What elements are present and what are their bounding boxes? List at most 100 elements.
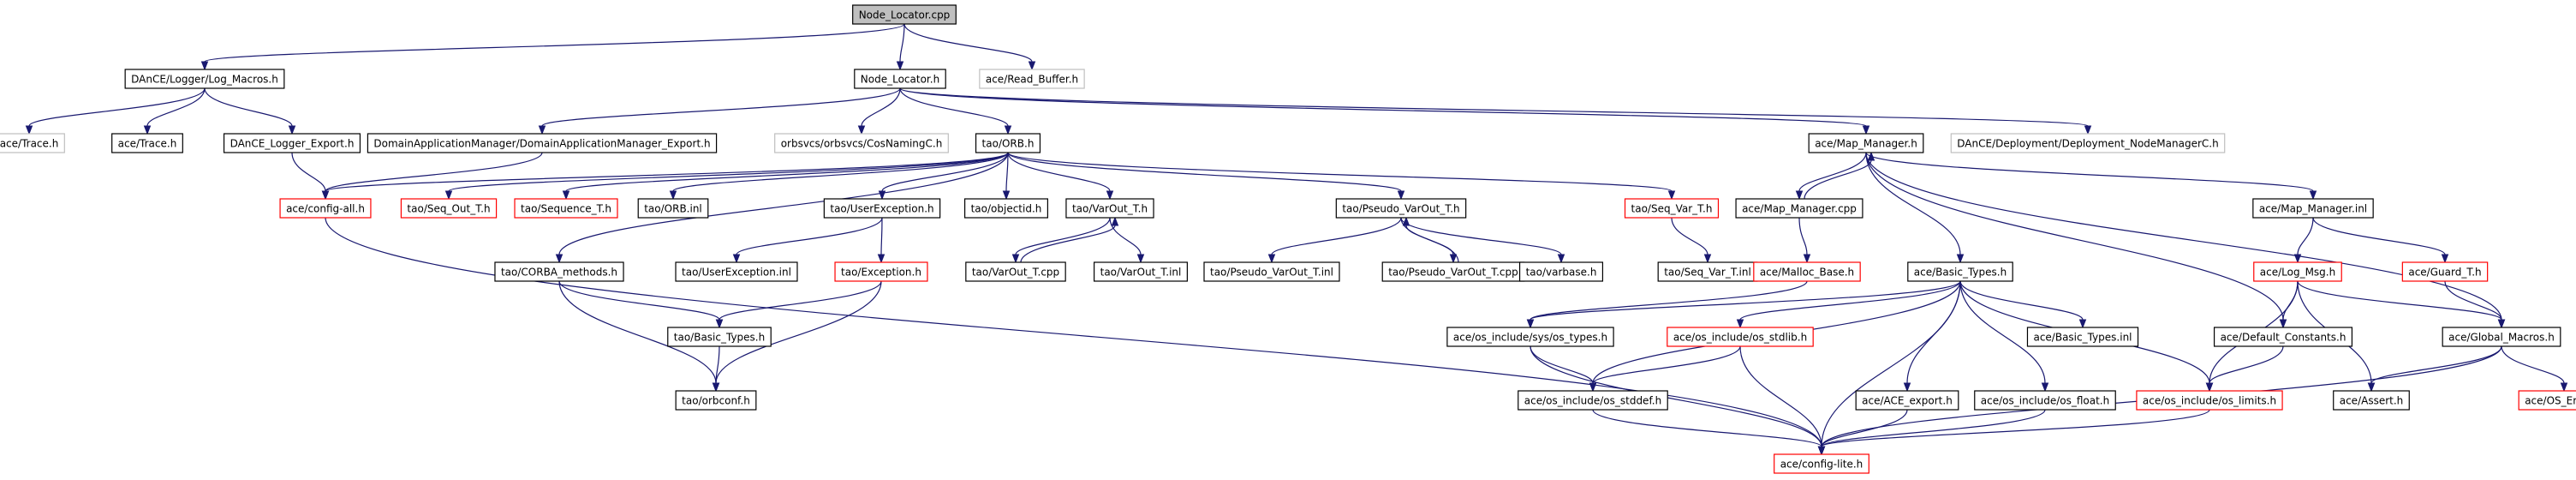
edge-line [204,87,293,127]
node-label: tao/Seq_Out_T.h [407,203,490,215]
edge-line [2312,217,2446,255]
node-ace-os-include-os-stdlib-h[interactable]: ace/os_include/os_stdlib.h [1667,327,1814,347]
node-box [2252,198,2374,219]
edge-n38-n43 [1589,345,1741,393]
node-tao-varout-t-cpp[interactable]: tao/VarOut_T.cpp [965,261,1066,282]
node-ace-default-constants-h[interactable]: ace/Default_Constants.h [2213,327,2353,347]
edge-line [1530,345,1822,447]
node-dance-logger-export-h[interactable]: DAnCE_Logger_Export.h [223,133,361,153]
node-box [1974,390,2116,411]
node-node-locator-cpp[interactable]: Node_Locator.cpp [852,4,957,25]
node-tao-exception-h[interactable]: tao/Exception.h [834,261,928,282]
node-node-locator-h[interactable]: Node_Locator.h [854,69,946,89]
edge-line [1798,152,1867,192]
node-label: ace/Malloc_Base.h [1760,267,1854,279]
edge-arrowhead [1111,216,1119,226]
node-box [1808,133,1924,153]
node-ace-trace-h[interactable]: ace/Trace.h [111,133,183,153]
node-label: DomainApplicationManager/DomainApplicati… [373,138,710,150]
edge-n9-n18 [1007,152,1114,201]
node-box [111,133,183,153]
edge-n19-n30 [1400,217,1565,264]
node-tao-orb-h[interactable]: tao/ORB.h [975,133,1041,153]
node-ace-config-lite-h[interactable]: ace/config-lite.h [1774,453,1869,474]
edge-line [736,217,883,255]
node-box [223,133,361,153]
node-tao-varbase-h[interactable]: tao/varbase.h [1518,261,1604,282]
edge-arrowhead [712,382,720,393]
node-ace-trace-h[interactable]: ace/Trace.h [0,133,65,153]
edge-arrowhead [2441,254,2449,264]
edge-line [565,152,1009,192]
node-tao-seq-out-t-h[interactable]: tao/Seq_Out_T.h [400,198,498,219]
edge-line [2297,280,2502,321]
node-tao-pseudo-varout-t-cpp[interactable]: tao/Pseudo_VarOut_T.cpp [1381,261,1525,282]
node-ace-global-macros-h[interactable]: ace/Global_Macros.h [2442,327,2561,347]
node-orbsvcs-orbsvcs-cosnamingc-h[interactable]: orbsvcs/orbsvcs/CosNamingC.h [774,133,949,153]
node-ace-config-all-h[interactable]: ace/config-all.h [279,198,372,219]
edge-line [1592,409,1822,447]
edge-line [1865,152,2314,192]
node-tao-varout-t-h[interactable]: tao/VarOut_T.h [1065,198,1154,219]
node-ace-os-include-os-float-h[interactable]: ace/os_include/os_float.h [1974,390,2116,411]
node-ace-basic-types-h[interactable]: ace/Basic_Types.h [1907,261,2013,282]
node-box [1753,261,1861,282]
node-ace-os-include-sys-os-types-h[interactable]: ace/os_include/sys/os_types.h [1446,327,1614,347]
node-box [2401,261,2489,282]
node-label: ace/Default_Constants.h [2221,332,2346,344]
node-ace-os-include-os-stddef-h[interactable]: ace/os_include/os_stddef.h [1518,390,1668,411]
edge-line [1271,217,1402,255]
edge-n10-n41 [1865,152,2506,329]
edge-arrowhead [1004,125,1012,135]
node-domainapplicationmanager-domainapplicationmanager-export-h[interactable]: DomainApplicationManager/DomainApplicati… [367,133,718,153]
node-ace-map-manager-h[interactable]: ace/Map_Manager.h [1808,133,1924,153]
node-tao-seq-var-t-inl[interactable]: tao/Seq_Var_T.inl [1657,261,1758,282]
node-tao-userexception-h[interactable]: tao/UserException.h [823,198,941,219]
node-tao-orbconf-h[interactable]: tao/orbconf.h [675,390,757,411]
edge-n0-n3 [903,23,1036,71]
node-box [2136,390,2283,411]
node-dance-deployment-deployment-nodemanagerc-h[interactable]: DAnCE/Deployment/Deployment_NodeManagerC… [1950,133,2226,153]
node-tao-orb-inl[interactable]: tao/ORB.inl [637,198,709,219]
node-ace-guard-t-h[interactable]: ace/Guard_T.h [2401,261,2489,282]
node-ace-log-msg-h[interactable]: ace/Log_Msg.h [2253,261,2342,282]
edge-n7-n12 [321,152,543,201]
node-tao-pseudo-varout-t-h[interactable]: tao/Pseudo_VarOut_T.h [1335,198,1467,219]
edge-arrowhead [1011,254,1020,264]
edge-n32-n37 [1526,280,1808,329]
node-ace-map-manager-inl[interactable]: ace/Map_Manager.inl [2252,198,2374,219]
node-ace-ace-export-h[interactable]: ace/ACE_export.h [1855,390,1959,411]
node-tao-varout-t-inl[interactable]: tao/VarOut_T.inl [1094,261,1188,282]
edge-arrowhead [1106,190,1114,201]
edge-n22-n35 [2312,217,2449,264]
edge-n0-n2 [896,23,905,71]
edge-arrowhead [444,190,453,201]
node-dance-logger-log-macros-h[interactable]: DAnCE/Logger/Log_Macros.h [124,69,285,89]
node-tao-objectid-h[interactable]: tao/objectid.h [964,198,1048,219]
node-box [1335,198,1467,219]
node-ace-basic-types-inl[interactable]: ace/Basic_Types.inl [2026,327,2139,347]
node-tao-corba-methods-h[interactable]: tao/CORBA_methods.h [494,261,624,282]
edge-line [1959,280,2046,384]
node-label: ace/os_include/os_stddef.h [1524,395,1661,407]
node-tao-userexception-inl[interactable]: tao/UserException.inl [675,261,798,282]
node-box [1855,390,1959,411]
edge-n1-n4 [25,87,206,135]
edge-n18-n26 [1011,217,1111,264]
node-ace-read-buffer-h[interactable]: ace/Read_Buffer.h [979,69,1085,89]
node-ace-os-include-os-limits-h[interactable]: ace/os_include/os_limits.h [2136,390,2283,411]
edge-n2-n9 [899,87,1012,135]
node-ace-assert-h[interactable]: ace/Assert.h [2333,390,2410,411]
node-ace-os-errno-h[interactable]: ace/OS_Errno.h [2518,390,2576,411]
node-tao-seq-var-t-h[interactable]: tao/Seq_Var_T.h [1624,198,1720,219]
edge-line [1007,152,1673,192]
node-tao-sequence-t-h[interactable]: tao/Sequence_T.h [514,198,618,219]
node-tao-basic-types-h[interactable]: tao/Basic_Types.h [667,327,772,347]
node-ace-map-manager-cpp[interactable]: ace/Map_Manager.cpp [1735,198,1863,219]
node-label: tao/UserException.h [830,203,933,215]
node-box [2026,327,2139,347]
node-label: DAnCE_Logger_Export.h [230,138,355,150]
node-ace-malloc-base-h[interactable]: ace/Malloc_Base.h [1753,261,1861,282]
node-tao-pseudo-varout-t-inl[interactable]: tao/Pseudo_VarOut_T.inl [1203,261,1340,282]
edge-arrowhead [1667,190,1676,201]
